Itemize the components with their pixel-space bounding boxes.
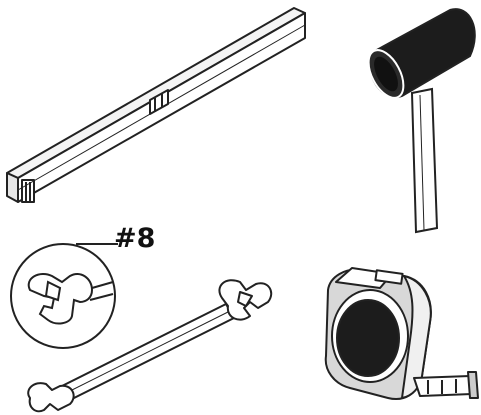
tape-measure-icon: [324, 267, 479, 400]
spirit-level-icon: [6, 7, 306, 203]
wrench-size-callout: [10, 243, 118, 349]
open-end-wrench-icon: [27, 279, 273, 413]
wrench-size-label: #8: [114, 223, 155, 254]
rubber-mallet-icon: [367, 8, 476, 234]
